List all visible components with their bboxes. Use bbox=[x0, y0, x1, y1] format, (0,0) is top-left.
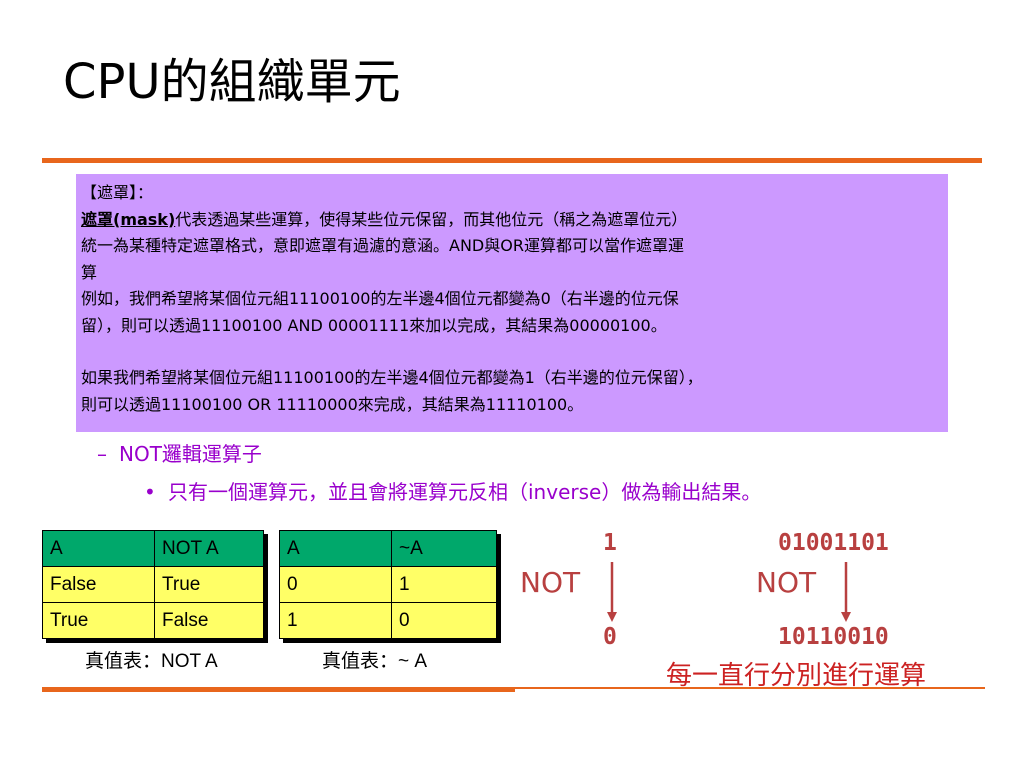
bullet-not-operator-text: NOT邏輯運算子 bbox=[119, 442, 262, 466]
truth-table-not-a: A NOT A False True True False bbox=[42, 530, 264, 639]
mask-line-1-text: 代表透過某些運算，使得某些位元保留，而其他位元（稱之為遮罩位元） bbox=[175, 209, 688, 229]
left-output-value: 0 bbox=[603, 624, 617, 650]
table-row: 1 0 bbox=[279, 602, 497, 639]
column-operation-note: 每一直行分別進行運算 bbox=[666, 661, 927, 691]
table-row: False True bbox=[42, 566, 264, 603]
mask-line-1: 遮罩(mask)代表透過某些運算，使得某些位元保留，而其他位元（稱之為遮罩位元） bbox=[81, 207, 942, 234]
table-cell: 1 bbox=[279, 602, 392, 639]
mask-line-4: 例如，我們希望將某個位元組11100100的左半邊4個位元都變為0（右半邊的位元… bbox=[81, 289, 679, 308]
bottom-divider-right bbox=[515, 687, 985, 689]
mask-definition-box: 【遮罩】： 遮罩(mask)代表透過某些運算，使得某些位元保留，而其他位元（稱之… bbox=[76, 174, 948, 432]
table-cell: 1 bbox=[391, 566, 497, 603]
table-cell: False bbox=[154, 602, 264, 639]
truth-table-tilde-a-caption: 真值表：~ A bbox=[322, 651, 428, 672]
mask-line-7: 則可以透過11100100 OR 11110000來完成，其結果為1111010… bbox=[81, 394, 584, 414]
mask-line-5: 留），則可以透過11100100 AND 00001111來加以完成，其結果為0… bbox=[81, 315, 667, 335]
left-input-value: 1 bbox=[603, 530, 617, 556]
table-row: 0 1 bbox=[279, 566, 497, 603]
truth-table-not-a-caption: 真值表：NOT A bbox=[85, 651, 218, 672]
table-cell: True bbox=[42, 602, 155, 639]
right-input-value: 01001101 bbox=[778, 530, 889, 556]
table-cell: False bbox=[42, 566, 155, 603]
right-output-value: 10110010 bbox=[778, 624, 889, 650]
bullet-not-description-text: 只有一個運算元，並且會將運算元反相（inverse）做為輸出結果。 bbox=[168, 480, 762, 504]
mask-line-6: 如果我們希望將某個位元組11100100的左半邊4個位元都變為1（右半邊的位元保… bbox=[81, 368, 703, 387]
bullet-not-description: • 只有一個運算元，並且會將運算元反相（inverse）做為輸出結果。 bbox=[144, 477, 761, 507]
slide-title: CPU的組織單元 bbox=[63, 54, 401, 110]
mask-line-3: 算 bbox=[81, 262, 98, 282]
dash-bullet: – bbox=[97, 442, 107, 466]
mask-term: 遮罩(mask) bbox=[81, 209, 176, 229]
table-cell: 0 bbox=[279, 566, 392, 603]
title-divider bbox=[42, 158, 982, 163]
bottom-divider-left bbox=[42, 687, 515, 692]
table-header-cell: A bbox=[279, 530, 392, 567]
right-not-label: NOT bbox=[756, 566, 817, 599]
dot-bullet: • bbox=[144, 480, 156, 504]
mask-heading: 【遮罩】： bbox=[81, 183, 154, 202]
bullet-not-operator: –NOT邏輯運算子 bbox=[97, 440, 262, 468]
mask-line-2: 統一為某種特定遮罩格式，意即遮罩有過濾的意涵。AND與OR運算都可以當作遮罩運 bbox=[81, 236, 684, 255]
table-row: True False bbox=[42, 602, 264, 639]
truth-table-tilde-a: A ~A 0 1 1 0 bbox=[279, 530, 497, 639]
table-header-cell: A bbox=[42, 530, 155, 567]
left-not-label: NOT bbox=[520, 566, 581, 599]
table-cell: 0 bbox=[391, 602, 497, 639]
table-cell: True bbox=[154, 566, 264, 603]
